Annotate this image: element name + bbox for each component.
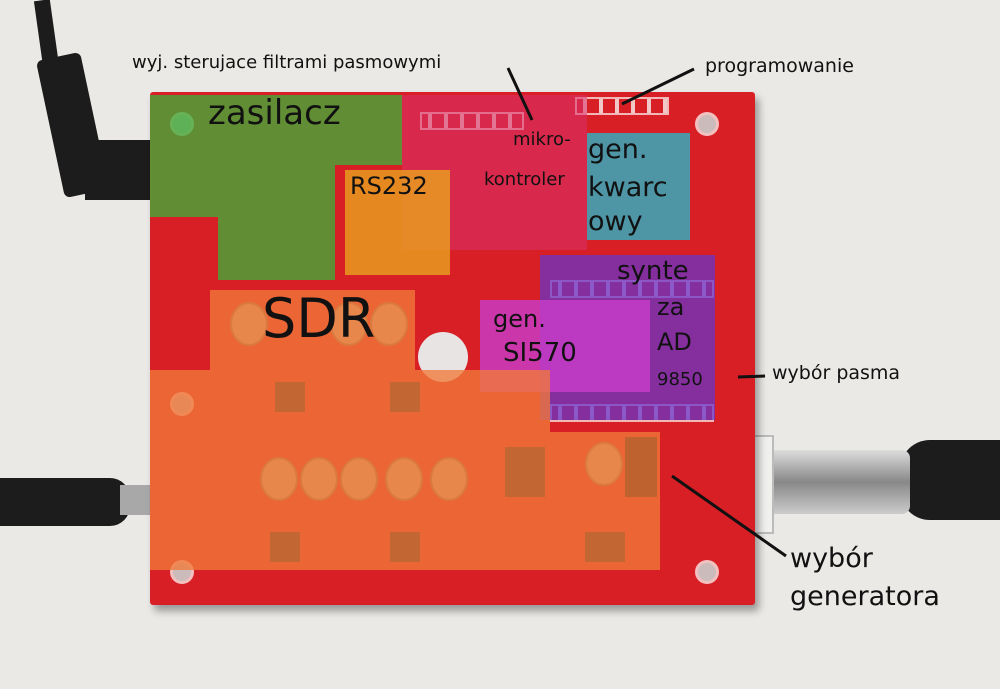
leader-programming	[621, 67, 695, 106]
label-filters-output: wyj. sterujace filtrami pasmowymi	[132, 52, 442, 73]
label-rs232: RS232	[350, 172, 428, 200]
audio-cable	[0, 478, 130, 526]
label-synth-1: synte	[617, 256, 689, 286]
label-synth-4: 9850	[657, 369, 703, 390]
label-power-supply: zasilacz	[208, 93, 341, 133]
leader-band-select	[737, 374, 766, 379]
zone-crystal-gen	[587, 133, 690, 240]
label-crystal-gen-2: kwarc	[588, 172, 668, 203]
zone-power-supply-lower2	[218, 217, 335, 280]
zone-sdr-mid	[150, 370, 550, 432]
label-crystal-gen-3: owy	[588, 206, 643, 237]
label-synth-3: AD	[657, 328, 692, 356]
label-sdr: SDR	[262, 287, 376, 350]
label-gen-select-1: wybór	[790, 543, 873, 574]
label-band-select: wybór pasma	[772, 362, 901, 384]
label-synth-2: za	[657, 293, 685, 321]
label-microcontroller-2: kontroler	[484, 169, 565, 190]
label-gen-select-2: generatora	[790, 581, 940, 612]
label-crystal-gen-1: gen.	[588, 134, 648, 165]
zone-sdr-bottom	[150, 432, 660, 570]
leader-filters	[506, 67, 534, 121]
label-programming: programowanie	[705, 55, 854, 77]
label-si570-1: gen.	[493, 305, 546, 333]
zone-sdr-top	[210, 290, 415, 370]
zone-power-supply	[150, 95, 402, 165]
mounting-hole	[695, 560, 719, 584]
mounting-hole	[695, 112, 719, 136]
bnc-connector	[760, 450, 910, 514]
label-si570-2: SI570	[503, 338, 577, 368]
zone-rs232	[345, 170, 450, 275]
antenna-cable	[900, 440, 1000, 520]
zone-power-supply-lower	[150, 165, 335, 217]
leader-gen-select	[671, 474, 787, 558]
label-microcontroller-1: mikro-	[513, 129, 571, 150]
